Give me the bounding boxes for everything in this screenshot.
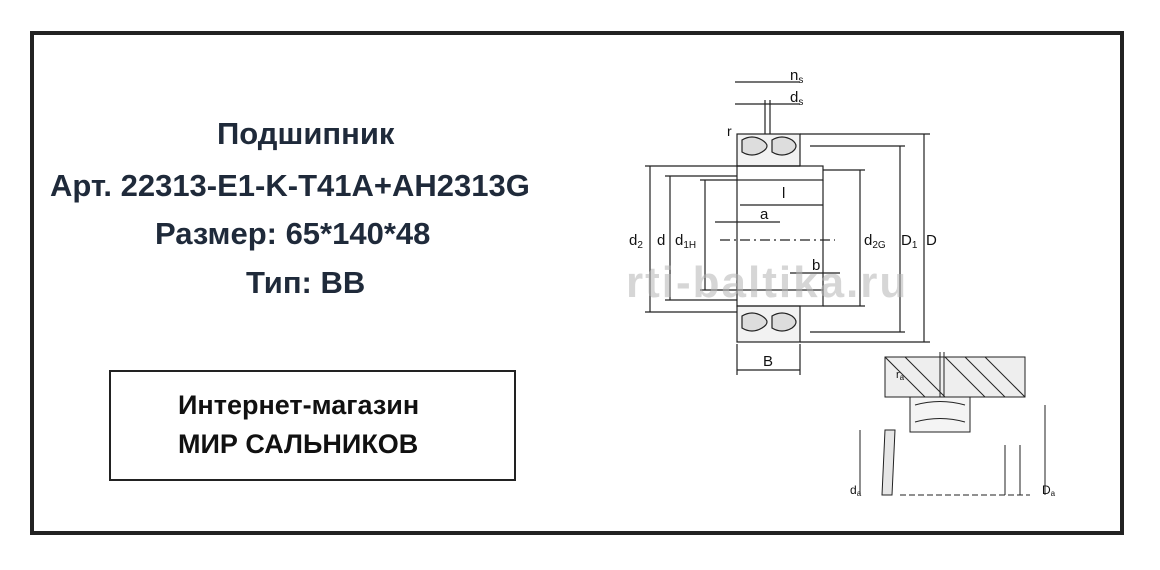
shop-name: МИР САЛЬНИКОВ (178, 429, 419, 459)
mounting-detail-drawing: ra da Da (850, 352, 1056, 498)
product-article: Арт. 22313-E1-K-T41A+AH2313G (50, 168, 530, 203)
label-r: r (727, 123, 732, 139)
watermark: rti-baltika.ru (626, 258, 909, 307)
label-D: D (926, 232, 937, 249)
label-b: b (812, 257, 820, 274)
label-d2: d2 (629, 232, 643, 251)
shop-box: Интернет-магазин МИР САЛЬНИКОВ (109, 370, 516, 481)
outer-frame (30, 31, 1124, 535)
label-D1: D1 (901, 232, 918, 251)
label-ds: ds (790, 89, 803, 108)
product-type: Тип: BB (246, 265, 366, 300)
label-d1H: d1H (675, 232, 696, 251)
label-d: d (657, 232, 665, 249)
product-info: Подшипник Арт. 22313-E1-K-T41A+AH2313G Р… (30, 108, 590, 308)
label-ra: ra (896, 369, 905, 382)
label-Da: Da (1042, 483, 1056, 498)
label-da: da (850, 483, 862, 498)
label-d2G: d2G (864, 232, 886, 251)
product-title: Подшипник (217, 116, 395, 151)
product-size: Размер: 65*140*48 (155, 216, 431, 251)
shop-line-1: Интернет-магазин (178, 390, 420, 420)
bearing-drawing: ns ds r l a b B d2 d d1H d2G D1 D (629, 67, 937, 375)
label-ns: ns (790, 67, 803, 86)
label-a: a (760, 206, 769, 223)
label-l: l (782, 185, 785, 202)
label-B: B (763, 353, 773, 370)
